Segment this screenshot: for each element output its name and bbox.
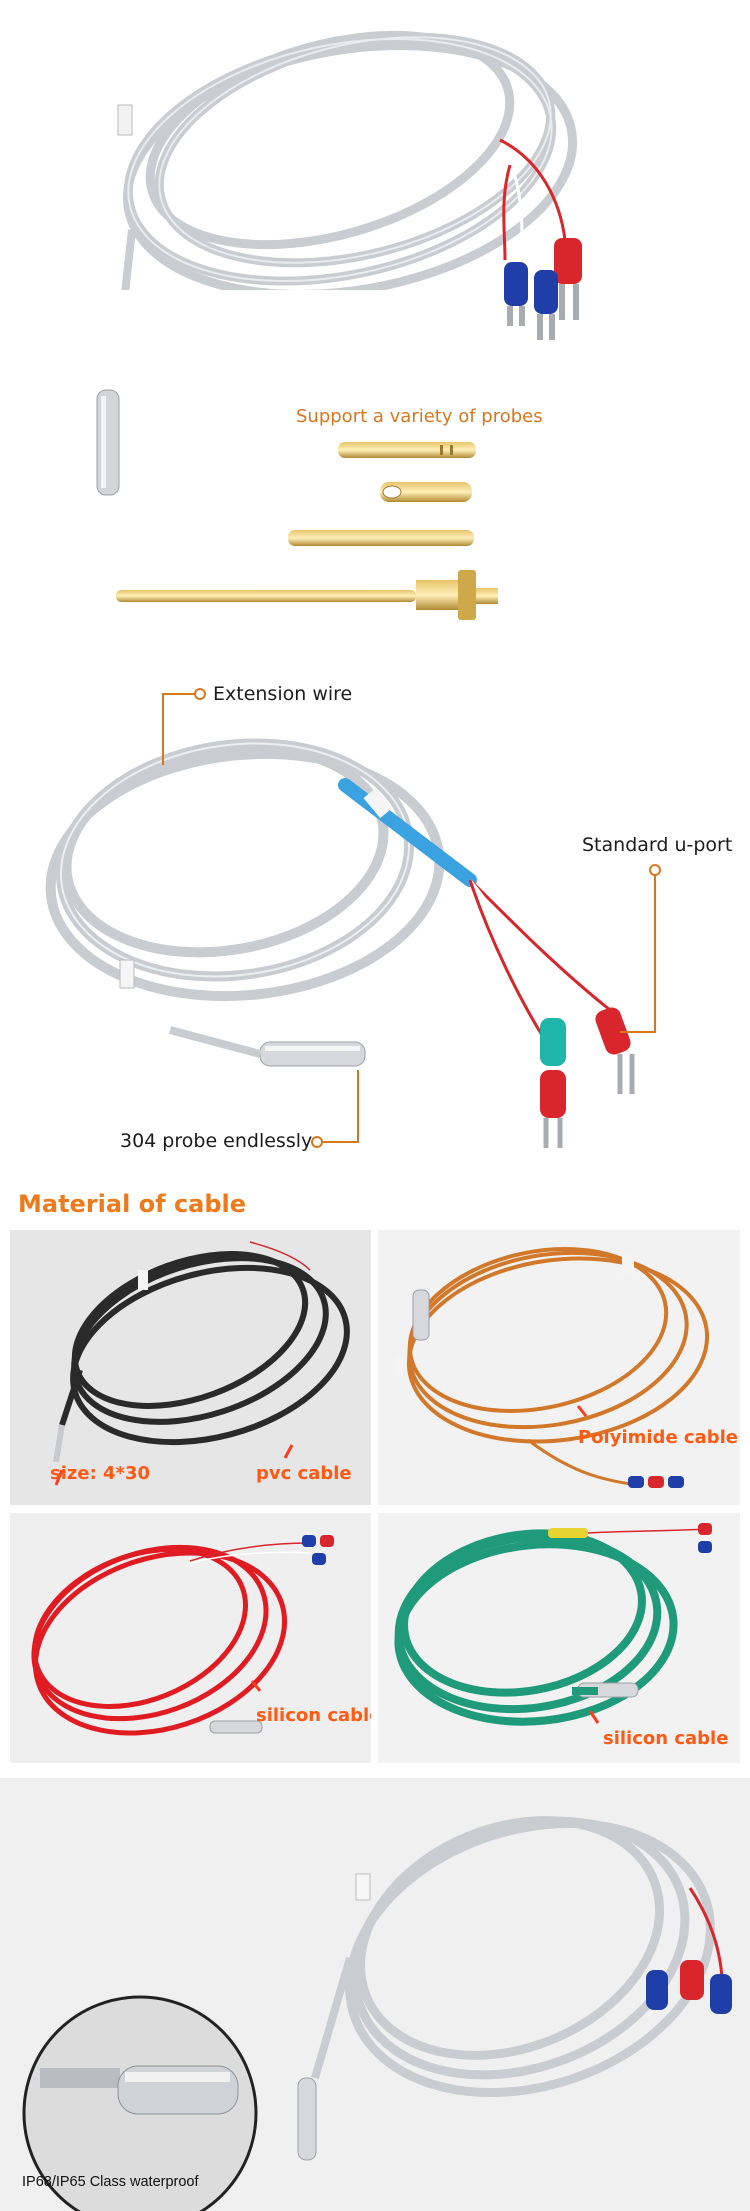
magnified-probe [40,2065,239,2115]
annotated-sensor-drawing [45,688,661,1148]
size-label: size: 4*30 [50,1463,151,1484]
polyimide-cable-label: Polyimide cable [578,1427,738,1448]
waterproof-sensor-photo [22,1816,732,2211]
material-panel-silicon-red: silicon cable [10,1513,371,1763]
product-photo-section-1 [0,0,750,290]
extension-wire-label: Extension wire [213,683,353,705]
polyimide-cable-photo [394,1247,710,1488]
braided-sensor-illustration [117,30,578,290]
red-silicon-cable-photo [31,1535,334,1736]
pvc-cable-photo [53,1241,350,1486]
green-silicon-cable-label: silicon cable [603,1728,729,1749]
waterproof-label: IP68/IP65 Class waterproof [22,2174,199,2190]
plain-tube-probe [338,442,476,458]
probes-label: Support a variety of probes [296,406,543,427]
annotated-sensor-section [0,670,750,1190]
ring-terminal-probe [380,482,472,502]
probe-types-row [0,430,750,630]
u-port-label: Standard u-port [582,834,733,856]
red-silicon-cable-label: silicon cable [256,1705,371,1726]
probe-endless-label: 304 probe endlessly [120,1130,313,1152]
green-silicon-cable-photo [394,1523,712,1726]
waterproof-section: IP68/IP65 Class waterproof [0,1778,750,2211]
material-panel-pvc: size: 4*30 pvc cable [10,1230,371,1505]
material-heading: Material of cable [18,1190,247,1218]
threaded-fitting-probe [116,570,498,620]
material-panel-polyimide: Polyimide cable [378,1230,740,1505]
pvc-cable-label: pvc cable [256,1463,352,1484]
material-panel-silicon-green: silicon cable [378,1513,740,1763]
long-tube-probe [288,530,474,546]
